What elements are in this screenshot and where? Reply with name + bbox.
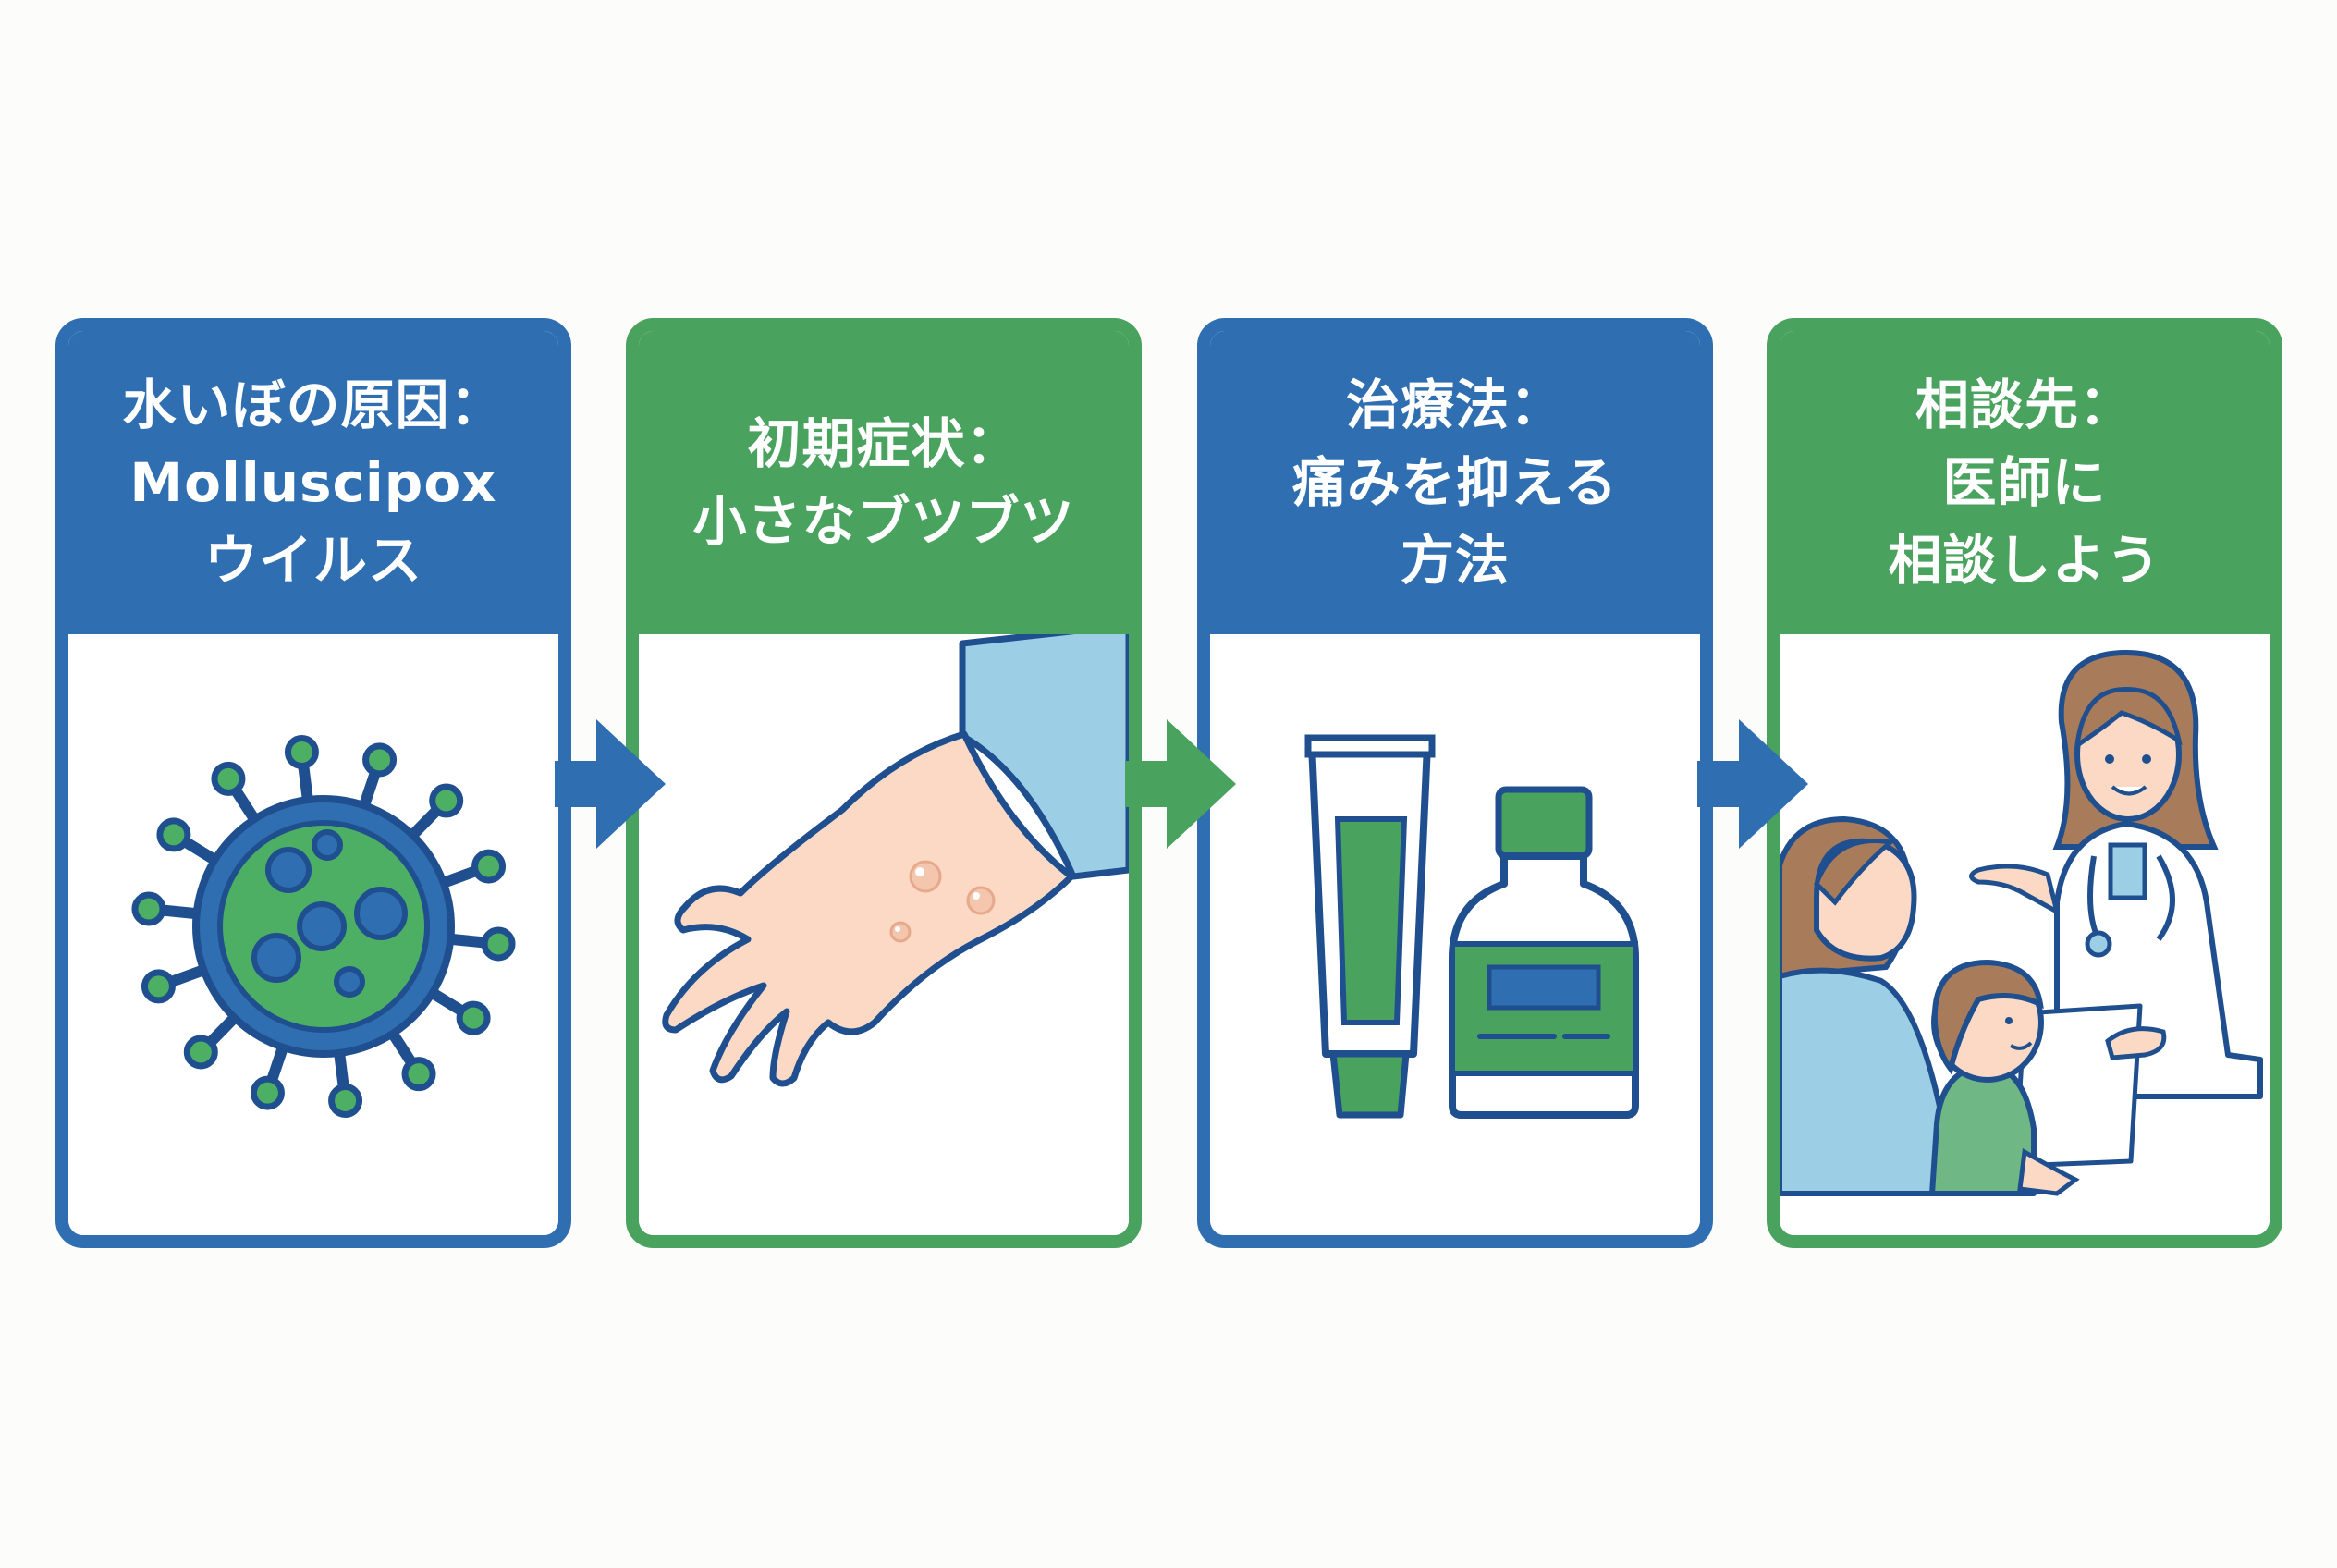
step-header-treatment: 治療法： 痛みを抑える 方法 <box>1210 331 1700 634</box>
virus-spike-tip <box>284 734 319 769</box>
virus-spike <box>333 1049 350 1091</box>
virus-spike-tip <box>401 1057 436 1092</box>
ointment-and-medicine-bottle-icon <box>1304 734 1639 1119</box>
step-title-line: 治療法： <box>1345 374 1564 436</box>
virus-spike-tip <box>131 891 166 926</box>
step-title-line: 初期症状： <box>747 412 1021 475</box>
step-card-consultation: 相談先： 医師に 相談しよう <box>1767 318 2282 1248</box>
step-title-line: 相談しよう <box>1888 529 2161 592</box>
step-title-line: Molluscipox <box>129 451 497 514</box>
virus-spike <box>265 1043 289 1084</box>
step-title-line: 水いぼの原因： <box>122 374 505 436</box>
child-icon <box>1929 959 2080 1196</box>
step-card-cause: 水いぼの原因： Molluscipox ウイルス <box>55 318 571 1248</box>
virus-icon <box>131 734 516 1119</box>
arm-with-bumps-icon <box>662 634 1129 1087</box>
virus-spike <box>166 963 209 988</box>
step-header-cause: 水いぼの原因： Molluscipox ウイルス <box>68 331 558 634</box>
step-title-line: 小さなブツブツ <box>692 490 1075 553</box>
virus-spike <box>447 933 488 949</box>
step-body-consultation <box>1780 634 2270 1235</box>
virus-spike-tip <box>481 926 516 962</box>
virus-spike <box>204 1011 241 1048</box>
doctor-consultation-icon <box>1780 649 2263 1196</box>
step-header-symptoms: 初期症状： 小さなブツブツ <box>639 331 1129 634</box>
arrow-right-icon <box>1125 719 1236 849</box>
virus-spike-tip <box>429 783 464 818</box>
virus-spike-tip <box>328 1084 363 1119</box>
virus-spike-tip <box>362 742 398 778</box>
step-body-symptoms <box>639 634 1129 1235</box>
virus-spike-tip <box>141 969 176 1004</box>
virus-spike <box>386 1028 418 1068</box>
virus-spike-tip <box>471 849 507 884</box>
virus-spike <box>229 785 261 825</box>
virus-spike <box>358 768 382 810</box>
step-card-symptoms: 初期症状： 小さなブツブツ <box>626 318 1142 1248</box>
medicine-bottle-icon <box>1449 786 1639 1119</box>
step-card-treatment: 治療法： 痛みを抑える 方法 <box>1197 318 1713 1248</box>
mother-icon <box>1780 815 1944 1196</box>
step-title-line: 方法 <box>1400 529 1510 592</box>
step-body-cause <box>68 634 558 1235</box>
step-title-line: ウイルス <box>203 529 422 592</box>
virus-spike-tip <box>211 761 246 796</box>
virus-spike <box>180 836 220 866</box>
virus-spike-tip <box>456 1000 491 1035</box>
doctor-icon <box>1969 649 2263 1099</box>
arrow-right-icon <box>1697 719 1808 849</box>
virus-spike <box>427 986 467 1017</box>
step-title-line: 相談先： <box>1915 374 2134 436</box>
virus-spike-tip <box>156 817 191 852</box>
virus-spike-tip <box>250 1075 285 1110</box>
ointment-tube-icon <box>1304 734 1436 1119</box>
step-title-line: 痛みを抑える <box>1291 451 1619 514</box>
virus-spike <box>406 804 443 841</box>
step-header-consultation: 相談先： 医師に 相談しよう <box>1780 331 2270 634</box>
virus-spike <box>297 762 314 803</box>
virus-spike <box>438 864 481 889</box>
virus-spike-tip <box>183 1035 218 1070</box>
step-body-treatment <box>1210 634 1700 1235</box>
arrow-right-icon <box>555 719 666 849</box>
virus-spike <box>159 904 201 920</box>
step-title-line: 医師に <box>1942 451 2107 514</box>
